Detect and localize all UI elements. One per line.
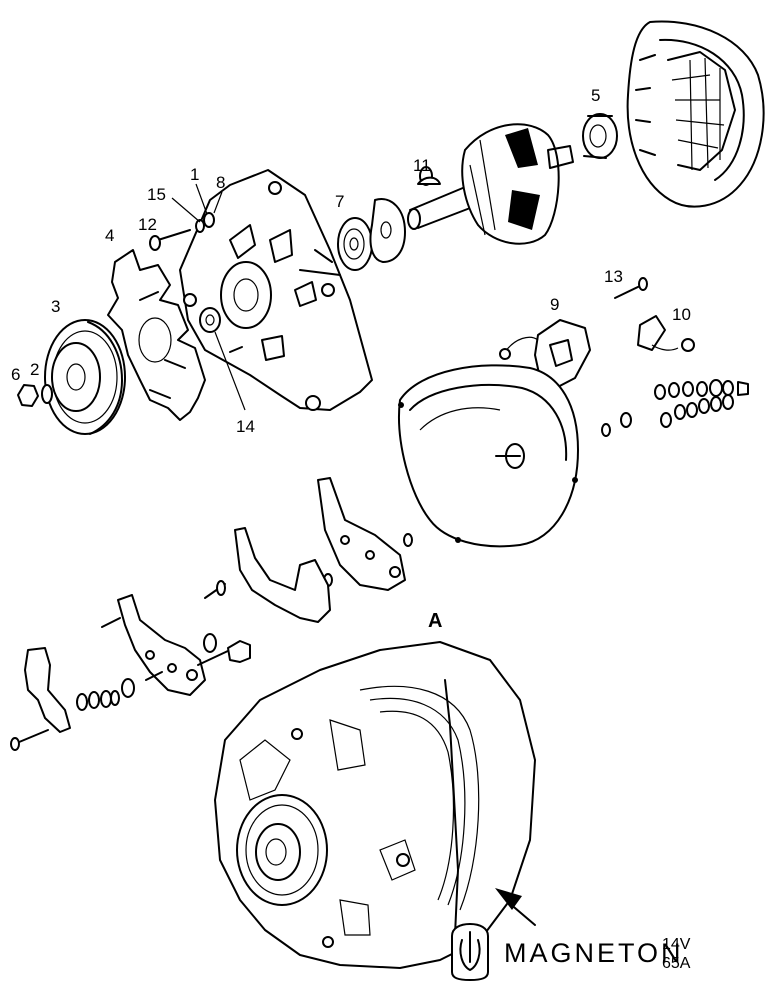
current-rating: 65A: [662, 955, 691, 972]
callout-3: 3: [51, 297, 60, 316]
rectifier-plate-right: [317, 477, 413, 591]
hardware-row-upper: [654, 379, 749, 400]
assembled-alternator-view: [214, 641, 536, 969]
magneton-logo: [451, 923, 489, 981]
callout-5: 5: [591, 86, 600, 105]
drive-pulley: [44, 319, 126, 435]
insulator-gasket: [204, 527, 331, 623]
callout-4: 4: [105, 226, 114, 245]
callout-2: 2: [30, 360, 39, 379]
callout-13: 13: [604, 267, 623, 286]
callout-6: 6: [11, 365, 20, 384]
cooling-fan: [107, 249, 206, 421]
screw-13: [614, 277, 648, 299]
callout-1: 1: [190, 165, 199, 184]
leader-lines: [171, 183, 246, 411]
diode-plate-left: [101, 594, 206, 696]
bolt-12: [149, 229, 191, 251]
woodruff-key: [417, 176, 441, 185]
rear-cover-housing: [626, 20, 765, 208]
callout-8: 8: [216, 173, 225, 192]
drive-end-housing: [179, 169, 373, 411]
view-label-a: A: [428, 610, 442, 632]
front-bearing: [337, 198, 406, 271]
pulley-nut: [17, 384, 53, 407]
callout-14: 14: [236, 417, 255, 436]
small-washers: [195, 212, 243, 353]
terminal-bracket: [10, 647, 71, 751]
pointer-arrow: [495, 888, 536, 926]
callout-15: 15: [147, 185, 166, 204]
stator-housing: [398, 364, 579, 548]
brand-name: MAGNETON: [504, 938, 684, 968]
terminal-bolt: [197, 633, 251, 666]
hardware-row-lower: [601, 394, 734, 437]
rear-bearing: [582, 113, 618, 159]
callout-7: 7: [335, 192, 344, 211]
voltage-regulator: [499, 319, 591, 391]
callout-12: 12: [138, 215, 157, 234]
voltage-rating: 14V: [662, 936, 691, 953]
callout-11: 11: [413, 156, 431, 175]
terminal-hardware: [76, 678, 135, 711]
callout-10: 10: [672, 305, 691, 324]
brush-holder: [637, 315, 695, 352]
callout-9: 9: [550, 295, 559, 314]
